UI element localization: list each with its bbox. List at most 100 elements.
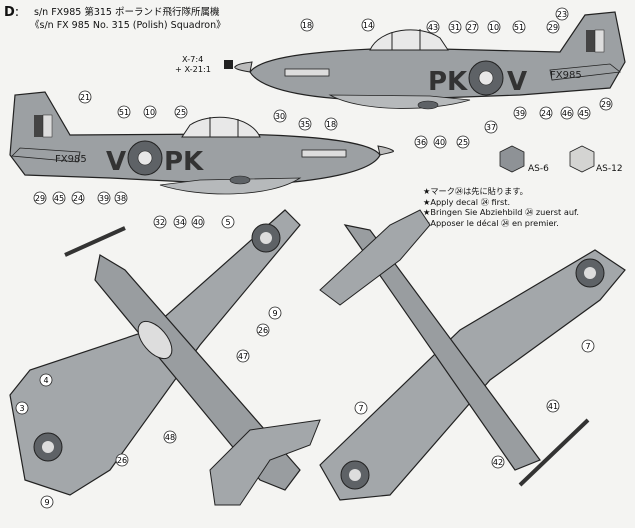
callout-right-profile-45: 45 [577,106,591,120]
svg-text:39: 39 [515,109,525,118]
callout-left-profile-35: 35 [298,117,312,131]
svg-text:31: 31 [450,23,460,32]
callout-top-view-9: 9 [40,495,54,509]
svg-text:39: 39 [99,194,109,203]
paint-legend [499,145,595,173]
svg-text:38: 38 [116,194,126,203]
callout-bottom-view-7: 7 [354,401,368,415]
svg-text:43: 43 [428,23,438,32]
svg-text:25: 25 [176,108,186,117]
callout-right-profile-10: 10 [487,20,501,34]
right-canopy [369,29,449,51]
right-code-pk: PK [428,67,468,97]
callout-bottom-view-7: 7 [581,339,595,353]
callout-top-view-9: 9 [268,306,282,320]
right-spinner [234,61,253,73]
callout-right-profile-37: 37 [484,120,498,134]
callout-right-profile-14: 14 [361,18,375,32]
callout-left-profile-25: 25 [174,105,188,119]
svg-text:4: 4 [43,376,48,385]
callout-left-profile-38: 38 [114,191,128,205]
header-line-2: 《s/n FX 985 No. 315 (Polish) Squadron》 [30,20,226,31]
svg-text:7: 7 [358,404,363,413]
svg-text:29: 29 [601,100,611,109]
svg-text:42: 42 [493,458,503,467]
left-fin-flash [34,115,43,137]
svg-text:40: 40 [193,218,203,227]
callout-right-profile-39: 39 [513,106,527,120]
left-profile-view: V PK FX985 [9,91,394,195]
left-code-v: V [106,147,126,177]
svg-text:14: 14 [363,21,373,30]
callout-right-profile-46: 46 [560,106,574,120]
note-en: ★Apply decal ㉔ first. [423,197,511,207]
left-serial: FX985 [55,154,87,165]
svg-text:36: 36 [416,138,426,147]
callout-left-profile-30: 30 [273,109,287,123]
right-fin-flash [586,30,595,52]
callout-left-profile-21: 21 [78,90,92,104]
scale-small: X-7:4 [182,54,204,64]
callout-left-profile-32: 32 [153,215,167,229]
callout-left-profile-40: 40 [191,215,205,229]
section-letter: D [4,5,15,20]
svg-text:40: 40 [435,138,445,147]
callout-right-profile-23: 23 [555,7,569,21]
callout-top-view-48: 48 [163,430,177,444]
callout-right-profile-29: 29 [599,97,613,111]
callout-right-profile-43: 43 [426,20,440,34]
svg-text:34: 34 [175,218,185,227]
svg-text:37: 37 [486,123,496,132]
callout-top-view-4: 4 [39,373,53,387]
svg-text:26: 26 [258,326,268,335]
svg-text:26: 26 [117,456,127,465]
left-fuselage [9,91,381,186]
callout-left-profile-39: 39 [97,191,111,205]
callout-left-profile-10: 10 [143,105,157,119]
svg-text:10: 10 [145,108,155,117]
note-de: ★Bringen Sie Abziehbild ㉔ zuerst auf. [423,207,579,217]
svg-text:21: 21 [80,93,90,102]
callout-right-profile-31: 31 [448,20,462,34]
paint-code-as6: AS-6 [528,164,549,174]
note-fr: ★Apposer le décal ㉔ en premier. [423,218,559,228]
callout-left-profile-34: 34 [173,215,187,229]
paint-code-as12: AS-12 [596,164,623,174]
svg-text:46: 46 [562,109,572,118]
svg-text:48: 48 [165,433,175,442]
svg-text:5: 5 [225,218,230,227]
bottom-plan-view [319,209,626,501]
svg-text:3: 3 [19,404,24,413]
callout-left-profile-5: 5 [221,215,235,229]
section-header: D: [4,5,20,20]
header-line-1: s/n FX985 第315 ポーランド飛行隊所属機 [34,7,220,18]
svg-text:27: 27 [467,23,477,32]
top-plan-view [9,209,321,506]
svg-text:23: 23 [557,10,567,19]
right-code-v: V [507,67,527,97]
svg-text:25: 25 [458,138,468,147]
right-profile-view: PK V FX985 [234,11,626,110]
note-jp: ★マーク㉔は先に貼ります。 [423,186,528,196]
svg-text:7: 7 [585,342,590,351]
svg-text:18: 18 [326,120,336,129]
callout-bottom-view-41: 41 [546,399,560,413]
callout-bottom-view-42: 42 [491,455,505,469]
callout-right-profile-29: 29 [546,20,560,34]
callout-right-profile-36: 36 [414,135,428,149]
callout-top-view-47: 47 [236,349,250,363]
svg-text:29: 29 [35,194,45,203]
callout-left-profile-24: 24 [71,191,85,205]
svg-text:47: 47 [238,352,248,361]
svg-text:45: 45 [54,194,64,203]
svg-text:41: 41 [548,402,558,411]
callout-top-view-26: 26 [115,453,129,467]
right-fuselage [249,11,626,101]
right-serial: FX985 [550,70,582,81]
callout-right-profile-40: 40 [433,135,447,149]
svg-text:51: 51 [514,23,524,32]
callout-left-profile-29: 29 [33,191,47,205]
